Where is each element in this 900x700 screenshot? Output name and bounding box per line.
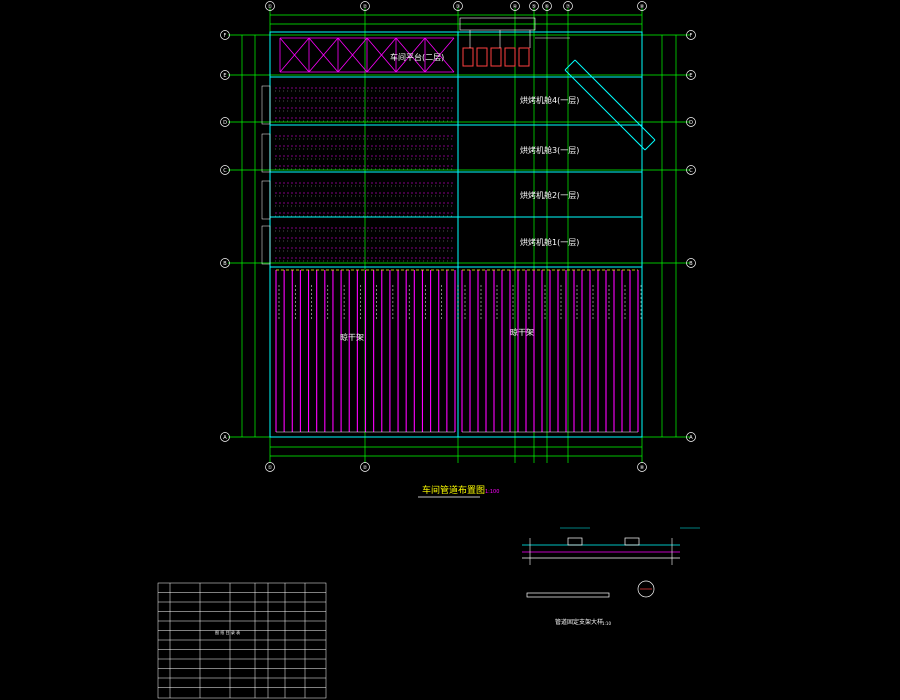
row-bubble-left-D: D	[220, 117, 230, 127]
title-block-table	[157, 582, 327, 699]
label-room-4: 烘烤机舱4(一层)	[520, 95, 579, 105]
label-room-3: 烘烤机舱3(一层)	[520, 145, 579, 155]
svg-text:C: C	[689, 168, 693, 174]
svg-text:B: B	[689, 261, 693, 267]
label-room-top: 车间平台(二层)	[390, 52, 444, 62]
column-bubble-top-5: ⑤	[529, 1, 539, 11]
row-bubble-left-A: A	[220, 432, 230, 442]
svg-text:①: ①	[268, 4, 273, 10]
main-scale: 1:100	[485, 489, 499, 495]
svg-text:⑧: ⑧	[640, 465, 645, 471]
svg-text:⑥: ⑥	[545, 4, 550, 10]
column-bubble-top-8: ⑧	[637, 1, 647, 11]
truss-diag-b-2	[337, 37, 368, 73]
truss-diag-b-0	[279, 37, 310, 73]
riser-box-3	[261, 225, 271, 265]
column-axis-bubbles-top: ① ② ③ ④ ⑤ ⑥ ⑦ ⑧	[265, 1, 647, 11]
row-axis-bubbles-right: F E D C B A	[686, 30, 696, 442]
main-title-block: 车间管道布置图 1:100	[418, 484, 499, 498]
column-axis-bubbles-bottom: ① ② ⑧	[265, 462, 647, 472]
row-bubble-right-F: F	[686, 30, 696, 40]
truss-diag-b-4	[395, 37, 426, 73]
title-block-frame	[157, 582, 327, 699]
svg-text:⑧: ⑧	[640, 4, 645, 10]
svg-text:③: ③	[456, 4, 460, 10]
truss-diag-b-5	[424, 37, 455, 73]
svg-text:E: E	[689, 73, 692, 79]
column-bubble-top-2: ②	[360, 1, 370, 11]
svg-text:④: ④	[513, 4, 518, 10]
axis-grid	[228, 8, 690, 463]
svg-text:A: A	[689, 435, 693, 441]
label-room-1: 烘烤机舱1(一层)	[520, 237, 579, 247]
support-detail-section: 管道固定支架大样 1:10	[522, 527, 700, 626]
room-labels: 车间平台(二层) 烘烤机舱4(一层) 烘烤机舱3(一层) 烘烤机舱2(一层) 烘…	[340, 52, 579, 342]
row-bubble-left-E: E	[220, 70, 230, 80]
svg-text:C: C	[223, 168, 227, 174]
riser-box-1	[261, 133, 271, 173]
column-bubble-top-1: ①	[265, 1, 275, 11]
label-room-2: 烘烤机舱2(一层)	[520, 190, 579, 200]
row-bubble-left-C: C	[220, 165, 230, 175]
row-bubble-right-B: B	[686, 258, 696, 268]
column-bubble-bottom-2: ②	[360, 462, 370, 472]
detail-title: 管道固定支架大样	[555, 618, 603, 626]
svg-text:⑦: ⑦	[566, 4, 571, 10]
row-bubble-left-B: B	[220, 258, 230, 268]
svg-text:②: ②	[363, 4, 368, 10]
svg-text:B: B	[223, 261, 227, 267]
svg-text:F: F	[690, 33, 693, 39]
svg-text:F: F	[224, 33, 227, 39]
column-bubble-top-6: ⑥	[542, 1, 552, 11]
label-bay-right: 晾干架	[510, 327, 534, 337]
truss-diag-b-1	[308, 37, 339, 73]
title-block-heading: 图 纸 目 录 表	[215, 629, 240, 635]
pipe-rows-left-zone	[261, 85, 455, 265]
row-bubble-right-D: D	[686, 117, 696, 127]
riser-box-2	[261, 180, 271, 220]
equipment-units	[462, 47, 530, 67]
platform-truss	[279, 37, 455, 73]
svg-text:A: A	[223, 435, 227, 441]
row-axis-bubbles-left: F E D C B A	[220, 30, 230, 442]
drying-bay-pipes	[275, 269, 642, 433]
row-bubble-right-C: C	[686, 165, 696, 175]
truss-diag-b-3	[366, 37, 397, 73]
svg-text:②: ②	[363, 465, 368, 471]
svg-text:D: D	[223, 120, 227, 126]
column-bubble-bottom-1: ①	[265, 462, 275, 472]
svg-text:⑤: ⑤	[532, 4, 536, 10]
svg-text:D: D	[689, 120, 693, 126]
main-title: 车间管道布置图	[422, 484, 485, 496]
detail-scale: 1:10	[602, 621, 611, 626]
svg-text:①: ①	[268, 465, 273, 471]
row-bubble-right-A: A	[686, 432, 696, 442]
row-bubble-right-E: E	[686, 70, 696, 80]
svg-text:E: E	[223, 73, 226, 79]
column-bubble-top-4: ④	[510, 1, 520, 11]
label-bay-left: 晾干架	[340, 332, 364, 342]
riser-box-0	[261, 85, 271, 125]
column-bubble-top-3: ③	[453, 1, 463, 11]
column-bubble-top-7: ⑦	[563, 1, 573, 11]
column-bubble-bottom-3: ⑧	[637, 462, 647, 472]
row-bubble-left-F: F	[220, 30, 230, 40]
equipment-piping	[459, 17, 570, 48]
